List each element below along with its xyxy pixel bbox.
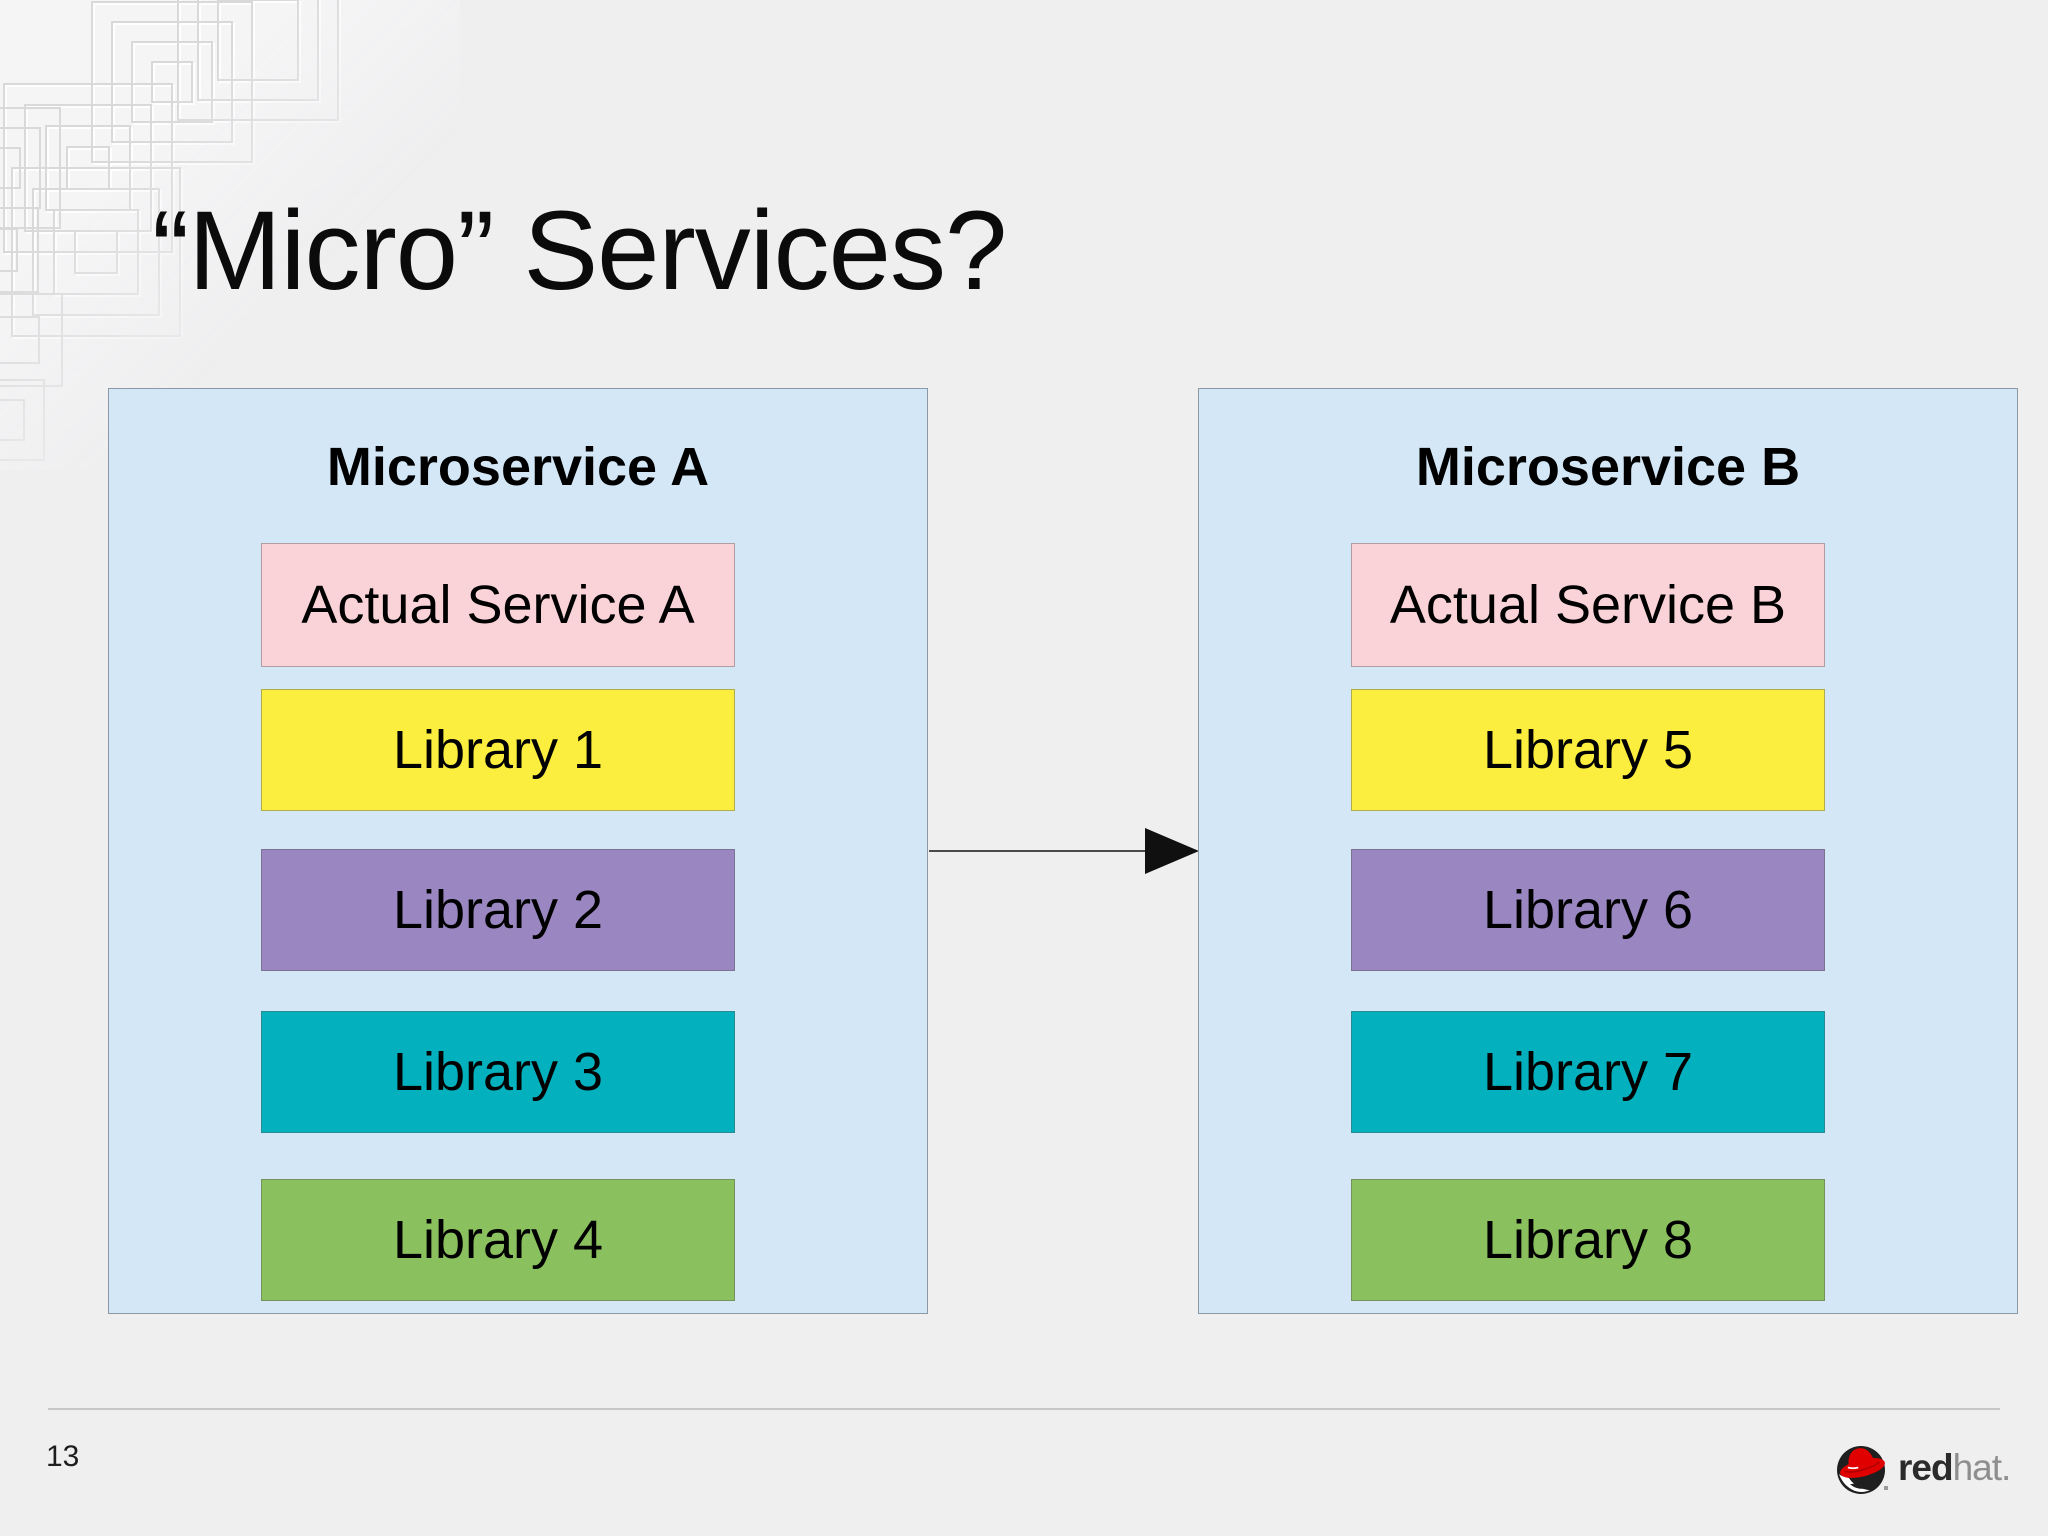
box-library-7: Library 7 (1351, 1011, 1825, 1133)
panel-a-title: Microservice A (326, 437, 710, 497)
box-actual-service-a: Actual Service A (261, 543, 735, 667)
panel-a-box-stack: Actual Service A Library 1 Library 2 Lib… (261, 543, 735, 1301)
box-library-2: Library 2 (261, 849, 735, 971)
box-library-5: Library 5 (1351, 689, 1825, 811)
box-library-8: Library 8 (1351, 1179, 1825, 1301)
panel-b-box-stack: Actual Service B Library 5 Library 6 Lib… (1351, 543, 1825, 1301)
redhat-logo: redhat. (1836, 1440, 2012, 1496)
redhat-fedora-icon (1837, 1446, 1888, 1494)
footer-divider (48, 1408, 2000, 1410)
box-library-3: Library 3 (261, 1011, 735, 1133)
box-library-1: Library 1 (261, 689, 735, 811)
redhat-wordmark-red: red (1898, 1447, 1954, 1488)
redhat-wordmark: redhat. (1898, 1447, 2012, 1489)
panel-b-title: Microservice B (1415, 437, 1801, 497)
arrow-head-icon (1145, 828, 1199, 874)
redhat-wordmark-hat: hat. (1952, 1447, 2012, 1488)
dependency-arrow (929, 828, 1199, 874)
page-number: 13 (46, 1440, 80, 1473)
box-actual-service-b: Actual Service B (1351, 543, 1825, 667)
panel-microservice-a: Microservice A Actual Service A Library … (108, 388, 928, 1314)
box-library-6: Library 6 (1351, 849, 1825, 971)
arrow-line (929, 850, 1147, 852)
panel-microservice-b: Microservice B Actual Service B Library … (1198, 388, 2018, 1314)
slide-title: “Micro” Services? (152, 188, 1007, 313)
box-library-4: Library 4 (261, 1179, 735, 1301)
